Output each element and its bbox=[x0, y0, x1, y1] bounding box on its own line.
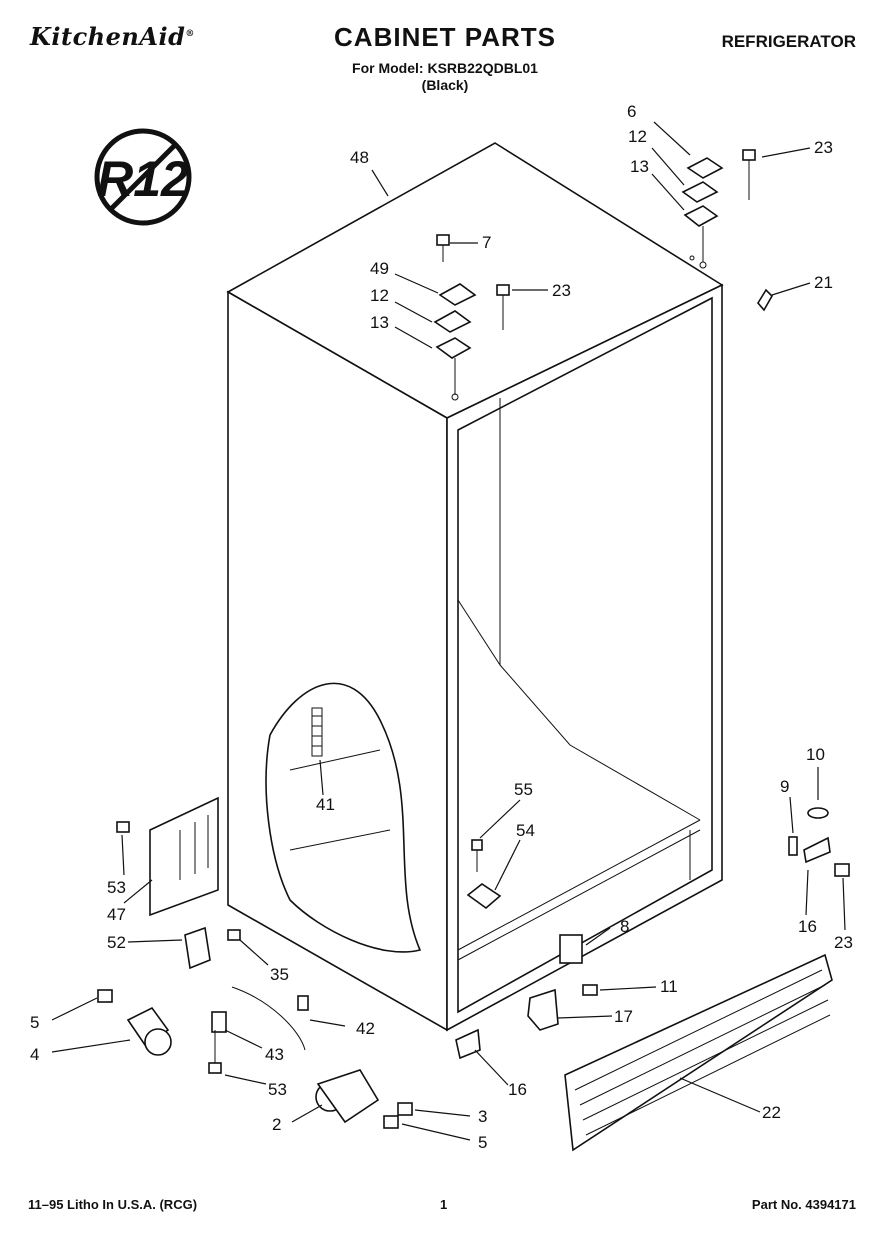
callout-5: 5 bbox=[30, 1013, 39, 1032]
callout-12: 12 bbox=[628, 127, 647, 146]
callout-47: 47 bbox=[107, 905, 126, 924]
callout-53-bottom: 53 bbox=[268, 1080, 287, 1099]
callout-16-right: 16 bbox=[798, 917, 817, 936]
model-info: For Model: KSRB22QDBL01 (Black) bbox=[330, 60, 560, 94]
callout-42: 42 bbox=[356, 1019, 375, 1038]
leader-lines bbox=[51, 121, 846, 1141]
callout-23: 23 bbox=[814, 138, 833, 157]
no-r12-badge: R12 bbox=[94, 128, 192, 226]
small-parts bbox=[97, 288, 850, 1129]
callout-35: 35 bbox=[270, 965, 289, 984]
callout-2: 2 bbox=[272, 1115, 281, 1134]
model-color: (Black) bbox=[421, 77, 469, 93]
brand-logo: KitchenAid® bbox=[30, 22, 195, 51]
upper-hinge-left bbox=[433, 234, 510, 401]
print-info: 11–95 Litho In U.S.A. (RCG) bbox=[28, 1197, 198, 1212]
part-number: Part No. 4394171 bbox=[751, 1197, 856, 1212]
callout-10: 10 bbox=[806, 745, 825, 764]
callout-11: 11 bbox=[660, 977, 678, 996]
model-number: For Model: KSRB22QDBL01 bbox=[352, 60, 538, 76]
base-grille bbox=[564, 953, 833, 1152]
callout-43: 43 bbox=[265, 1045, 284, 1064]
callout-17: 17 bbox=[614, 1007, 633, 1026]
upper-hinge-right bbox=[681, 149, 756, 269]
callout-6: 6 bbox=[627, 102, 636, 121]
callout-4: 4 bbox=[30, 1045, 39, 1064]
callout-41: 41 bbox=[316, 795, 335, 814]
callout-16: 16 bbox=[508, 1080, 527, 1099]
callout-7: 7 bbox=[482, 233, 491, 252]
callout-5-bottom: 5 bbox=[478, 1133, 487, 1152]
callout-53: 53 bbox=[107, 878, 126, 897]
callout-21: 21 bbox=[814, 273, 833, 292]
appliance-category: REFRIGERATOR bbox=[721, 32, 856, 51]
callout-23-bottom: 23 bbox=[834, 933, 853, 952]
callout-labels: 48 6 12 13 23 7 49 12 23 13 21 41 10 9 5… bbox=[30, 102, 853, 1152]
page-number: 1 bbox=[440, 1197, 448, 1212]
callout-8: 8 bbox=[620, 917, 629, 936]
callout-9: 9 bbox=[780, 777, 789, 796]
callout-22: 22 bbox=[762, 1103, 781, 1122]
page-title: CABINET PARTS bbox=[334, 22, 556, 52]
callout-13: 13 bbox=[630, 157, 649, 176]
callout-54: 54 bbox=[516, 821, 535, 840]
callout-52: 52 bbox=[107, 933, 126, 952]
callout-48: 48 bbox=[350, 148, 369, 167]
callout-3: 3 bbox=[478, 1107, 487, 1126]
callout-23-left: 23 bbox=[552, 281, 571, 300]
callout-49: 49 bbox=[370, 259, 389, 278]
callout-12-left: 12 bbox=[370, 286, 389, 305]
callout-13-left: 13 bbox=[370, 313, 389, 332]
cabinet-body bbox=[226, 142, 724, 1032]
callout-55: 55 bbox=[514, 780, 533, 799]
